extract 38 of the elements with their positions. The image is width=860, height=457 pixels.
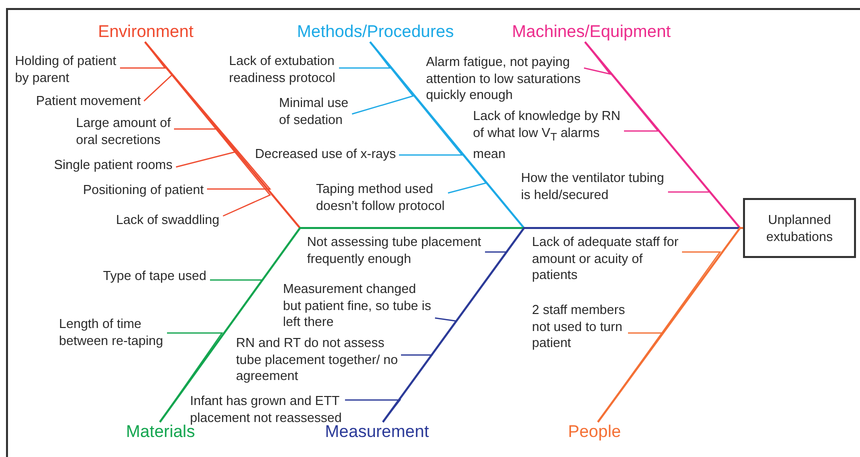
leader-line bbox=[159, 332, 224, 422]
leader-line bbox=[352, 42, 414, 115]
cause-text: Decreased use of x-rays bbox=[255, 146, 397, 162]
cause-text: Patient movement bbox=[36, 93, 142, 110]
cause-text: Not assessing tube placement frequently enough bbox=[307, 234, 483, 267]
category-label: Machines/Equipment bbox=[512, 22, 671, 42]
leader-line bbox=[159, 279, 264, 422]
cause-text: How the ventilator tubing is held/secured bbox=[521, 170, 666, 203]
cause-text: Taping method used doesn’t follow protocol bbox=[316, 181, 446, 214]
fishbone-branch bbox=[584, 41, 743, 229]
cause-text: Alarm fatigue, not paying attention to low saturations quickly enough bbox=[426, 54, 582, 104]
cause-text: Minimal use of sedation bbox=[279, 95, 350, 128]
category-label: Methods/Procedures bbox=[297, 22, 454, 42]
cause-text: Lack of extubation readiness protocol bbox=[229, 53, 337, 86]
cause-text: 2 staff members not used to turn patient bbox=[532, 302, 626, 352]
leader-line bbox=[584, 42, 660, 132]
cause-text: Single patient rooms bbox=[54, 157, 174, 174]
leader-line bbox=[382, 354, 434, 422]
cause-text: Positioning of patient bbox=[83, 182, 205, 198]
cause-text: Large amount of oral secretions bbox=[76, 115, 172, 148]
cause-text: Holding of patient by parent bbox=[15, 53, 118, 86]
cause-text: RN and RT do not assess tube placement together/ no agreement bbox=[236, 335, 399, 384]
fishbone-branch bbox=[597, 227, 743, 423]
category-label: Environment bbox=[98, 22, 194, 42]
leader-line bbox=[144, 42, 271, 217]
cause-text: Lack of knowledge by RN of what low V$_{T}$ alarms mean bbox=[473, 108, 622, 162]
cause-text: Length of time between re-taping bbox=[59, 316, 165, 349]
effect-box: Unplanned extubations bbox=[743, 198, 856, 258]
category-label: People bbox=[568, 422, 621, 442]
leader-line bbox=[584, 42, 712, 193]
leader-line bbox=[597, 332, 664, 422]
cause-text: Lack of swaddling bbox=[116, 212, 221, 228]
leader-line bbox=[144, 42, 272, 190]
cause-text: Lack of adequate staff for amount or acuity of patients bbox=[532, 234, 680, 284]
leader-line bbox=[345, 399, 402, 422]
cause-text: Measurement changed but patient fine, so tube is left there bbox=[283, 281, 433, 330]
cause-text: Type of tape used bbox=[103, 268, 208, 284]
leader-line bbox=[370, 42, 488, 194]
